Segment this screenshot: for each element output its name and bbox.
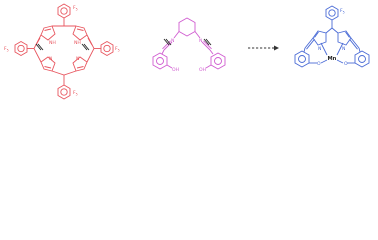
phenol-ring-right	[210, 52, 226, 70]
imine-n-label-right: N	[199, 38, 202, 44]
aryl-f5-label-left: F5	[4, 46, 9, 52]
porphyrin-macrocycle	[33, 25, 95, 76]
hydroxyl-label-left: OH	[172, 67, 179, 73]
porphyrin-n-label-left: N	[49, 56, 52, 62]
product-phenoxide-left	[294, 50, 310, 68]
product-phenoxide-right	[354, 50, 370, 68]
product-o-label-left: O	[317, 61, 321, 67]
diimine-labels: N N OH OH	[171, 38, 206, 73]
porphyrin-nh-label-left: NH	[49, 40, 56, 46]
product-aryl-f5-label: F5	[340, 8, 345, 14]
product-n-label-left: N	[318, 46, 321, 52]
porphyrin-labels: F5 F5 F5 F5 NH NH N N	[4, 5, 120, 96]
aryl-f5-label-top: F5	[73, 5, 78, 11]
porphyrin-precursor	[14, 3, 114, 100]
bond-cut-marks-porphyrin	[35, 43, 90, 51]
salen-diimine-precursor	[152, 17, 226, 70]
product-aryl-ring	[325, 5, 339, 21]
product-labels: F5 N N O O	[317, 8, 348, 67]
aryl-ring-top	[57, 3, 71, 19]
porphyrin-nh-label-right: NH	[74, 40, 81, 46]
product-pyrrole-left	[312, 30, 327, 46]
manganese-center-label: Mn	[328, 56, 337, 62]
aryl-ring-left	[14, 40, 28, 57]
product-pyrrole-right	[337, 30, 352, 46]
aryl-f5-label-bottom: F5	[73, 90, 78, 96]
aryl-f5-label-right: F5	[115, 46, 120, 52]
aryl-ring-right	[100, 40, 114, 57]
hydroxyl-label-right: OH	[199, 67, 206, 73]
imine-n-label-left: N	[171, 38, 174, 44]
aryl-ring-bottom	[57, 84, 71, 100]
product-o-label-right: O	[344, 61, 348, 67]
mn-complex-product	[294, 5, 370, 68]
phenol-ring-left	[152, 52, 168, 70]
product-n-label-right: N	[342, 46, 345, 52]
porphyrin-n-label-right: N	[76, 56, 79, 62]
cyclohexane-ring	[178, 17, 196, 37]
reaction-scheme: F5 F5 F5 F5 NH NH N N	[4, 3, 370, 100]
bond-cut-marks-diimine	[163, 38, 212, 46]
reaction-arrow	[248, 45, 279, 51]
